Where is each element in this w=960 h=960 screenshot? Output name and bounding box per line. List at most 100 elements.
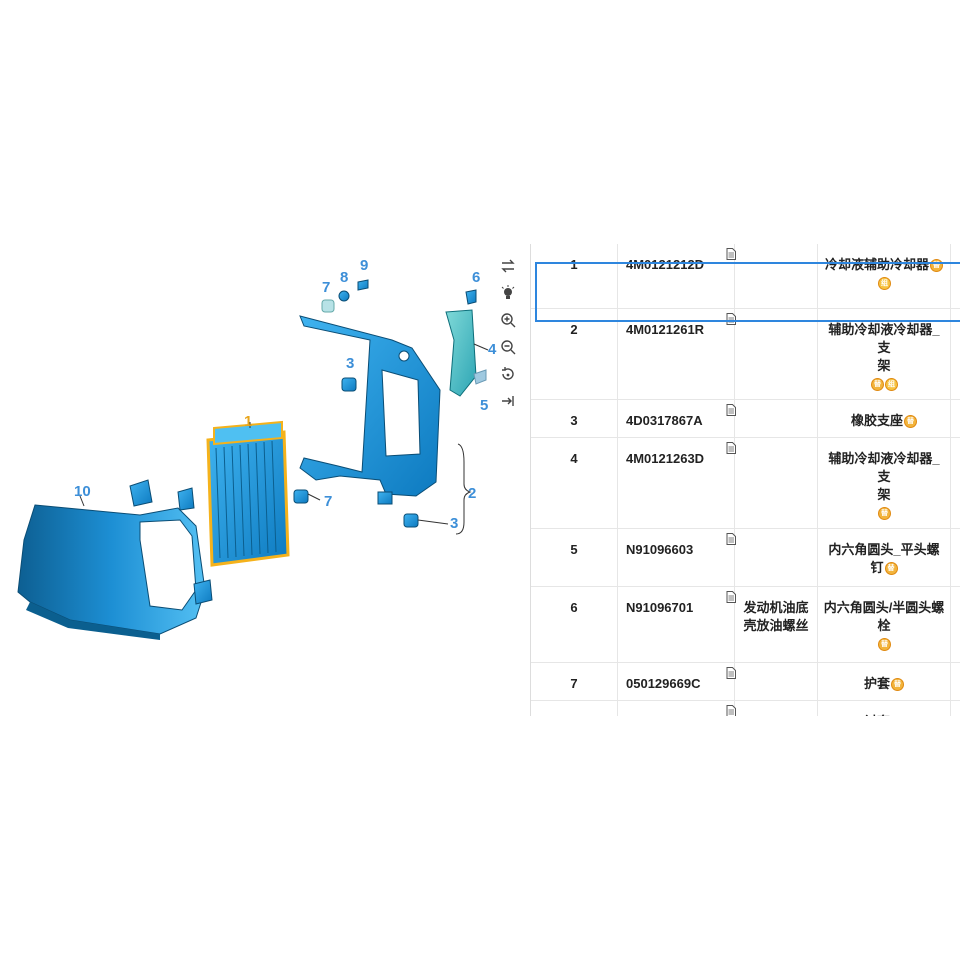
extra-cell — [950, 662, 960, 701]
zoom-out-icon[interactable] — [496, 335, 520, 359]
collapse-icon[interactable] — [496, 389, 520, 413]
note-cell — [734, 662, 818, 701]
part-number-cell[interactable]: 4M0121261R — [617, 308, 736, 400]
part-name-line: 橡胶支座替 — [822, 412, 946, 430]
document-icon[interactable] — [726, 666, 736, 679]
bolt-part-6[interactable] — [465, 289, 477, 305]
part-number[interactable]: 4H0145219 — [626, 714, 693, 717]
table-row[interactable]: 7 050129669C 护套替 — [531, 662, 960, 701]
replace-badge[interactable]: 替 — [871, 377, 884, 391]
extra-cell — [950, 586, 960, 663]
part-name-line: 架 — [877, 357, 891, 373]
bushing-part-8[interactable] — [338, 290, 350, 302]
part-number[interactable]: 050129669C — [626, 675, 701, 691]
part-number-cell[interactable]: N91096701 — [617, 586, 736, 663]
replace-badge[interactable]: 替 — [884, 561, 898, 575]
zoom-in-icon[interactable] — [496, 308, 520, 332]
sleeve-part-7b[interactable] — [321, 299, 335, 313]
part-name-cell: 内六角圆头_平头螺钉替 — [817, 528, 951, 587]
callout-3-top[interactable]: 3 — [346, 355, 354, 372]
note-cell: 发动机油底壳放油螺丝 — [734, 586, 818, 663]
bracket-part-4[interactable] — [445, 309, 477, 397]
callout-7-top[interactable]: 7 — [322, 279, 330, 296]
callout-8[interactable]: 8 — [340, 269, 348, 286]
note-cell — [734, 308, 818, 400]
badge-line: 替 — [822, 635, 946, 653]
callout-4[interactable]: 4 — [488, 341, 497, 358]
badge-line: 替组 — [822, 375, 946, 393]
table-row[interactable]: 8 4H0145219 衬套替 — [531, 700, 960, 716]
table-row[interactable]: 1 4M0121212D 冷却液辅助冷却器替组 — [531, 244, 960, 309]
extra-cell — [950, 700, 960, 716]
part-name-cell: 辅助冷却液冷却器_支架替组 — [817, 308, 951, 400]
bracket-part-2[interactable] — [299, 315, 441, 505]
part-name-line: 栓 — [877, 617, 891, 633]
extra-cell — [950, 528, 960, 587]
part-number-cell[interactable]: 4M0121263D — [617, 437, 736, 529]
replace-badge[interactable]: 替 — [878, 637, 891, 651]
extra-cell — [950, 244, 960, 309]
extra-cell — [950, 399, 960, 438]
swap-icon[interactable] — [496, 254, 520, 278]
callout-3-bottom[interactable]: 3 — [450, 515, 458, 532]
callout-9[interactable]: 9 — [360, 257, 368, 274]
callout-10[interactable]: 10 — [74, 483, 91, 500]
group-badge[interactable]: 组 — [878, 277, 891, 291]
part-number[interactable]: 4M0121212D — [626, 257, 705, 272]
badge-line: 替 — [822, 504, 946, 522]
shroud-part-10[interactable] — [17, 479, 213, 640]
part-number[interactable]: N91096603 — [626, 541, 694, 557]
document-icon[interactable] — [726, 248, 736, 260]
bulb-icon[interactable] — [496, 281, 520, 305]
document-icon[interactable] — [726, 403, 736, 416]
part-name-line: 辅助冷却液冷却器_支 — [828, 450, 940, 484]
reset-icon[interactable] — [496, 362, 520, 386]
table-row[interactable]: 4 4M0121263D 辅助冷却液冷却器_支架替 — [531, 437, 960, 529]
extra-cell — [950, 437, 960, 529]
part-name-line: 内六角圆头/半圆头螺 — [823, 599, 945, 615]
part-number-cell[interactable]: N91096603 — [617, 528, 736, 587]
bolt-part-9[interactable] — [357, 279, 369, 291]
screw-part-5[interactable] — [473, 369, 487, 385]
parts-table[interactable]: 1 4M0121212D 冷却液辅助冷却器替组 2 4M0121261R 辅助冷… — [530, 244, 960, 716]
part-number[interactable]: N91096701 — [626, 599, 694, 615]
callout-5[interactable]: 5 — [480, 397, 488, 414]
table-row[interactable]: 3 4D0317867A 橡胶支座替 — [531, 399, 960, 438]
callout-2[interactable]: 2 — [468, 485, 476, 502]
sleeve-part-7a[interactable] — [293, 489, 309, 504]
part-name-cell: 衬套替 — [817, 700, 951, 716]
table-row[interactable]: 2 4M0121261R 辅助冷却液冷却器_支架替组 — [531, 308, 960, 400]
row-index: 6 — [531, 586, 618, 663]
replace-badge[interactable]: 替 — [904, 414, 917, 428]
row-index: 5 — [531, 528, 618, 587]
part-number[interactable]: 4M0121261R — [626, 321, 705, 337]
document-icon[interactable] — [726, 532, 736, 545]
rubber-mount-part-3b[interactable] — [403, 513, 419, 528]
part-name-cell: 内六角圆头/半圆头螺栓替 — [817, 586, 951, 663]
part-number-cell[interactable]: 4M0121212D — [617, 244, 736, 309]
document-icon[interactable] — [726, 590, 736, 603]
part-number-cell[interactable]: 050129669C — [617, 662, 736, 701]
replace-badge[interactable]: 替 — [891, 677, 904, 691]
note-cell — [734, 399, 818, 438]
extra-cell — [950, 308, 960, 400]
callout-6[interactable]: 6 — [472, 269, 480, 286]
part-number[interactable]: 4D0317867A — [626, 412, 703, 428]
table-row[interactable]: 5 N91096603 内六角圆头_平头螺钉替 — [531, 528, 960, 587]
part-name-cell: 冷却液辅助冷却器替组 — [817, 244, 951, 309]
document-icon[interactable] — [726, 312, 736, 325]
replace-badge[interactable]: 替 — [878, 506, 891, 520]
part-number[interactable]: 4M0121263D — [626, 450, 705, 466]
rubber-mount-part-3a[interactable] — [341, 377, 357, 392]
parts-diagram[interactable]: 1 2 3 3 4 5 6 7 7 8 9 10 — [0, 240, 530, 660]
document-icon[interactable] — [726, 704, 736, 717]
callout-7-bottom[interactable]: 7 — [324, 493, 332, 510]
cooler-part-1[interactable] — [206, 420, 290, 567]
part-number-cell[interactable]: 4H0145219 — [617, 700, 736, 717]
callout-1[interactable]: 1 — [244, 413, 252, 430]
table-row[interactable]: 6 N91096701 发动机油底壳放油螺丝 内六角圆头/半圆头螺栓替 — [531, 586, 960, 663]
document-icon[interactable] — [726, 441, 736, 454]
part-number-cell[interactable]: 4D0317867A — [617, 399, 736, 438]
replace-badge[interactable]: 替 — [930, 259, 943, 273]
group-badge[interactable]: 组 — [885, 377, 898, 391]
